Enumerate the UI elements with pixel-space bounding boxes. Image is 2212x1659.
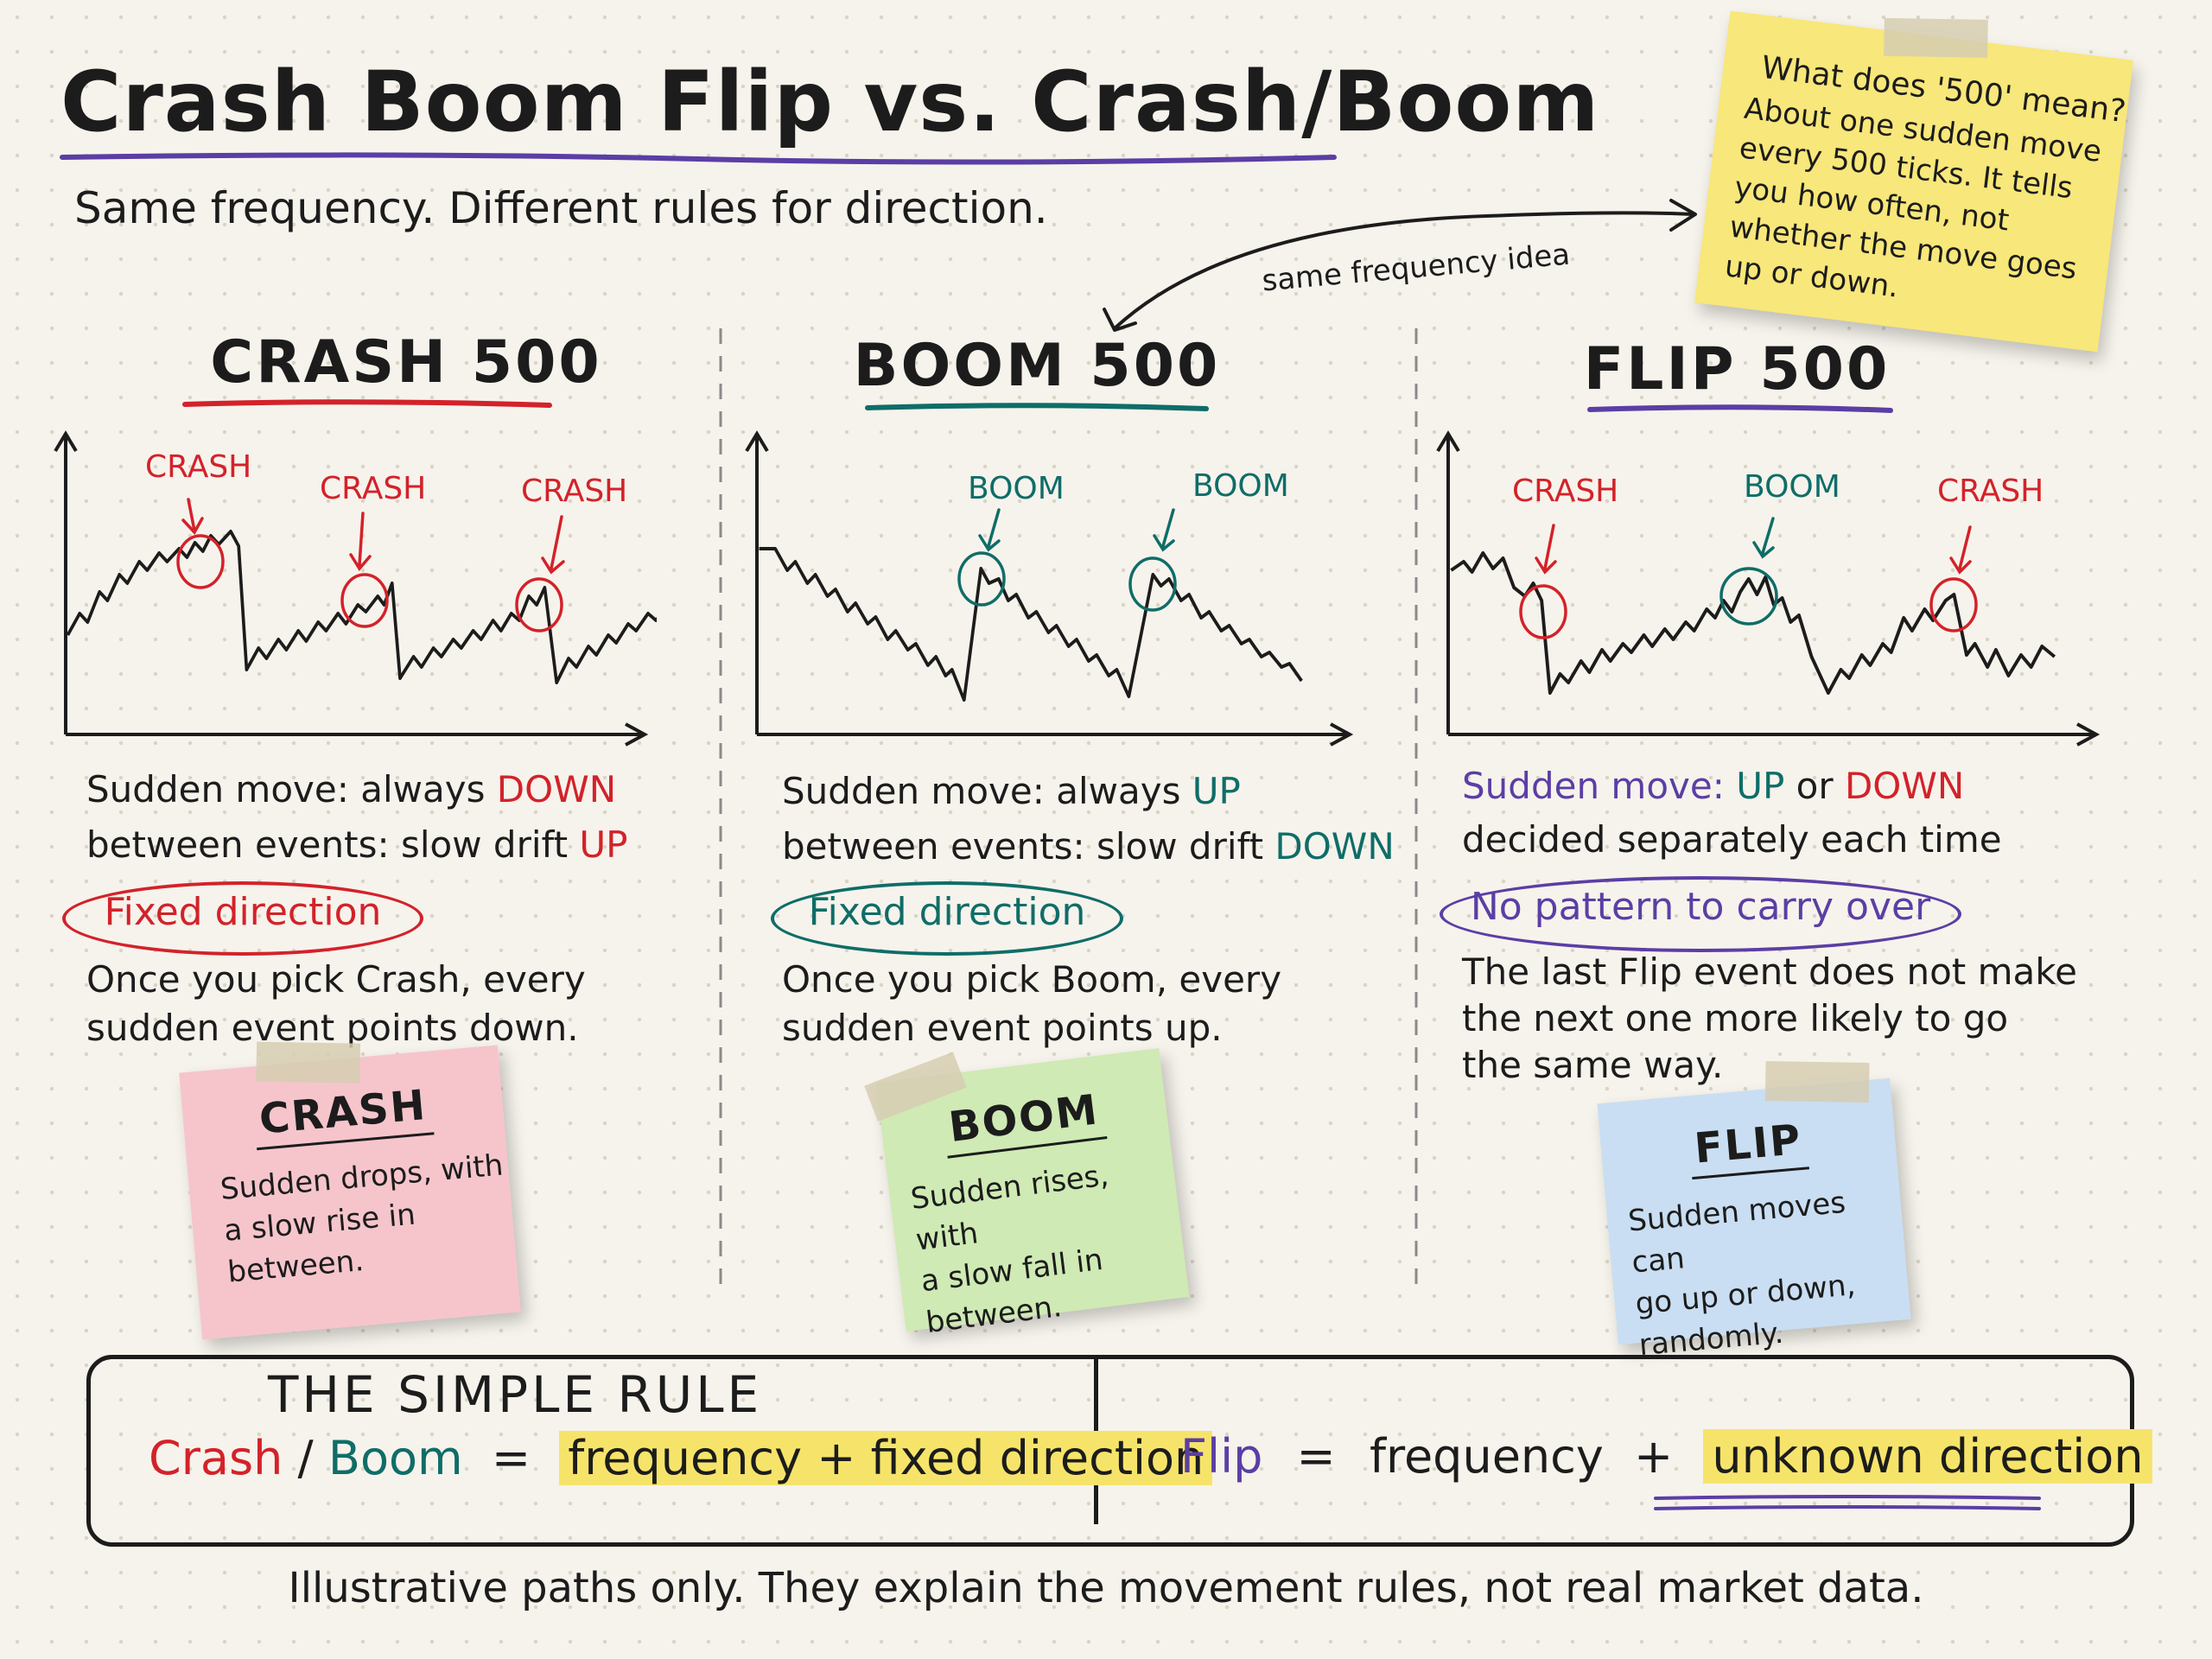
boom-description: Once you pick Boom, every sudden event p…	[782, 958, 1282, 1049]
crash-header: CRASH 500	[210, 328, 602, 397]
flip-header: FLIP 500	[1583, 335, 1891, 404]
crash-sticky-note: CRASH Sudden drops, with a slow rise in …	[179, 1041, 521, 1340]
boom-note-title: BOOM	[941, 1084, 1108, 1159]
crash-event-label: CRASH	[145, 449, 252, 485]
rule-right-equation: Flip = frequency + unknown direction	[1180, 1429, 2152, 1484]
boom-event-label: BOOM	[1192, 468, 1289, 504]
crash-oval-label: Fixed direction	[104, 890, 382, 934]
page-subtitle: Same frequency. Different rules for dire…	[74, 183, 1048, 233]
flip-header-underline	[1587, 404, 1893, 413]
tape	[256, 1041, 361, 1084]
rule-left-highlight: frequency + fixed direction	[559, 1431, 1213, 1485]
rule-right-underline	[1654, 1495, 2041, 1510]
boom-path-diagram	[745, 430, 1354, 747]
boom-header: BOOM 500	[853, 332, 1221, 400]
same-frequency-arrow	[1103, 199, 1697, 332]
rule-left-equation: Crash / Boom = frequency + fixed directi…	[149, 1431, 1213, 1485]
crash-rule-line1: Sudden move: always DOWN	[86, 768, 617, 810]
page-title: Crash Boom Flip vs. Crash/Boom	[60, 54, 1600, 150]
flip-event-label: CRASH	[1512, 474, 1619, 509]
crash-event-label: CRASH	[521, 474, 628, 509]
flip-event-label: CRASH	[1937, 474, 2044, 509]
boom-event-label: BOOM	[968, 471, 1065, 506]
rule-right-highlight: unknown direction	[1703, 1429, 2152, 1484]
divider	[1414, 328, 1418, 1296]
flip-description: The last Flip event does not make the ne…	[1462, 950, 2077, 1086]
flip-rule-line2: decided separately each time	[1462, 818, 2002, 861]
flip-oval	[1440, 876, 1961, 952]
crash-oval	[62, 881, 423, 956]
flip-rule-line1: Sudden move: UP or DOWN	[1462, 765, 1965, 807]
crash-description: Once you pick Crash, every sudden event …	[86, 958, 586, 1049]
crash-event-label: CRASH	[320, 471, 427, 506]
flip-note-title: FLIP	[1687, 1115, 1810, 1180]
divider	[719, 328, 722, 1296]
crash-rule-line2: between events: slow drift UP	[86, 823, 628, 866]
flip-sticky-note: FLIP Sudden moves can go up or down, ran…	[1597, 1061, 1911, 1363]
rule-heading: THE SIMPLE RULE	[268, 1365, 763, 1424]
title-underline	[60, 152, 1337, 165]
boom-sticky-note: BOOM Sudden rises, with a slow fall in b…	[864, 1047, 1190, 1340]
tape	[1764, 1061, 1870, 1103]
tape	[1884, 17, 1988, 58]
flip-oval-label: No pattern to carry over	[1470, 885, 1931, 929]
flip-event-label: BOOM	[1744, 469, 1840, 505]
boom-oval	[771, 881, 1123, 956]
footer-disclaimer: Illustrative paths only. They explain th…	[288, 1564, 1924, 1612]
boom-oval-label: Fixed direction	[808, 890, 1086, 934]
crash-header-underline	[182, 399, 552, 408]
frequency-explainer-note: What does '500' mean? About one sudden m…	[1694, 10, 2133, 353]
boom-header-underline	[865, 403, 1209, 411]
crash-path-diagram	[54, 430, 657, 747]
crash-note-title: CRASH	[251, 1080, 435, 1151]
boom-rule-line2: between events: slow drift DOWN	[782, 825, 1395, 868]
flip-path-diagram	[1436, 430, 2101, 747]
boom-rule-line1: Sudden move: always UP	[782, 770, 1241, 812]
